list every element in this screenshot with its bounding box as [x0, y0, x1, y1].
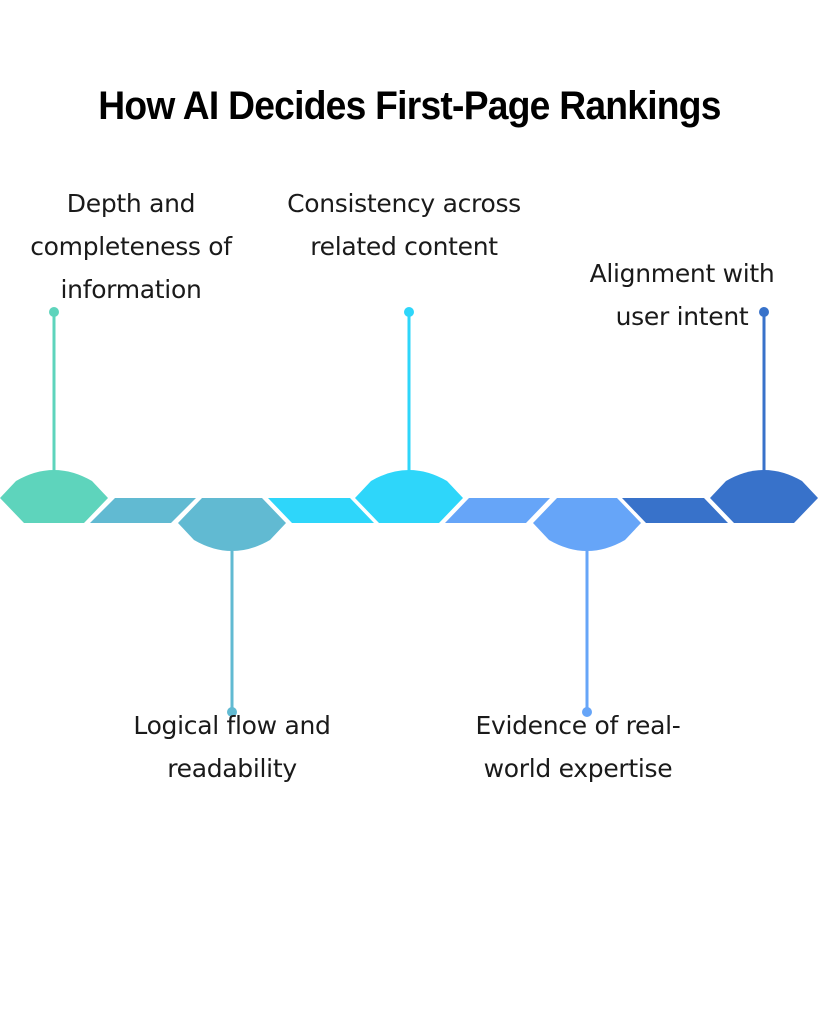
step-label-consistency: Consistency across related content [287, 189, 521, 261]
dot-3 [404, 307, 414, 317]
diagram-title: How AI Decides First-Page Rankings [98, 84, 721, 128]
dome-3 [355, 470, 463, 523]
connector-3 [445, 498, 550, 523]
dome-2 [178, 498, 286, 551]
dot-1 [49, 307, 59, 317]
dot-2 [227, 707, 237, 717]
dot-5 [759, 307, 769, 317]
step-label-alignment: Alignment with user intent [589, 259, 775, 331]
step-label-evidence: Evidence of real- world expertise [475, 711, 681, 783]
connector-2 [268, 498, 374, 523]
connector-4 [622, 498, 728, 523]
dome-1 [0, 470, 108, 523]
dome-4 [533, 498, 641, 551]
dot-4 [582, 707, 592, 717]
connector-1 [90, 498, 196, 523]
step-label-depth: Depth and completeness of information [30, 189, 232, 304]
step-label-logical-flow: Logical flow and readability [133, 711, 331, 783]
dome-5 [710, 470, 818, 523]
